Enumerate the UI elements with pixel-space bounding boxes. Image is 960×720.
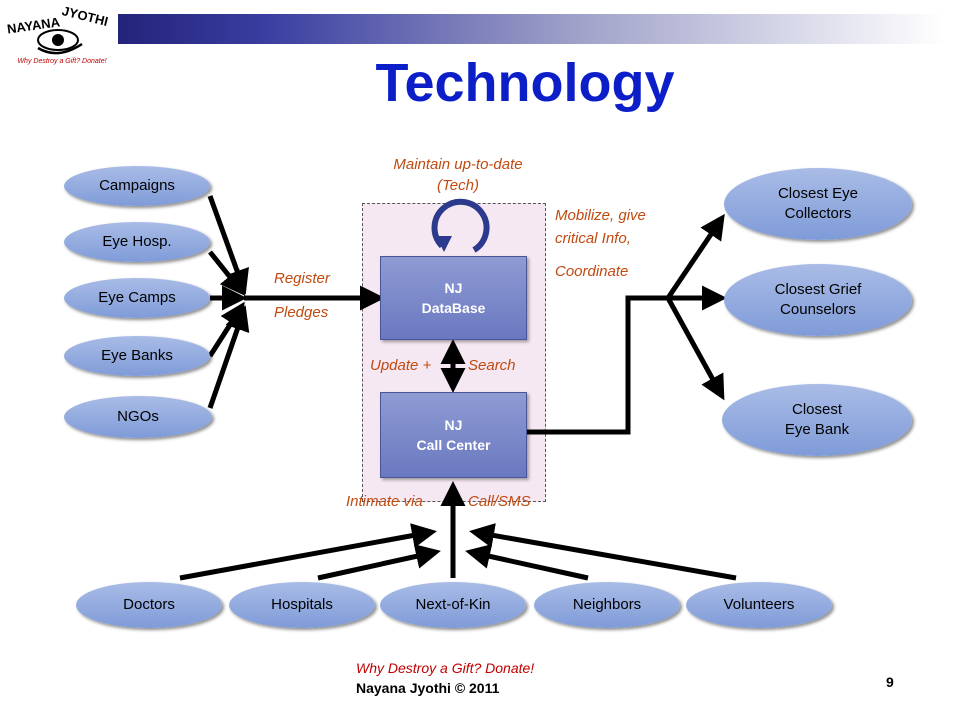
footer-tagline: Why Destroy a Gift? Donate! [356, 660, 535, 676]
update-label: Update + [370, 357, 432, 374]
source-ngos: NGOs [64, 396, 212, 438]
source-eye-camps: Eye Camps [64, 278, 210, 318]
header-gradient-bar [118, 14, 944, 44]
mobilize-label-3: Coordinate [555, 263, 629, 280]
maintain-cycle-arrow [431, 198, 490, 253]
callsms-label: Call/SMS [468, 493, 531, 510]
database-line1: NJ [444, 279, 463, 296]
target-eye-bank-line1: Closest [791, 400, 843, 418]
reporter-doctors: Doctors [76, 582, 222, 628]
intimate-label: Intimate via [346, 493, 423, 510]
doctors-arrow [179, 523, 437, 581]
eye-hosp-arrow [208, 250, 246, 296]
reporter-neighbors: Neighbors [534, 582, 680, 628]
source-eye-banks: Eye Banks [64, 336, 210, 376]
target-eye-collectors-line2: Collectors [784, 205, 852, 222]
database-line2: DataBase [421, 300, 486, 316]
call-center-line2: Call Center [416, 437, 491, 453]
hospitals-arrow [317, 544, 441, 581]
mobilize-label-1: Mobilize, give [555, 207, 646, 224]
target-grief-counselors-line1: Closest Grief [774, 280, 862, 298]
page-number: 9 [886, 674, 894, 690]
nj-database-box: NJ DataBase [380, 256, 527, 340]
page-title: Technology [375, 53, 675, 113]
target-eye-collectors-line1: Closest Eye [777, 184, 859, 202]
reporter-next-of-kin: Next-of-Kin [380, 582, 526, 628]
reporter-volunteers: Volunteers [686, 582, 832, 628]
to-eye-bank-arrow [665, 296, 725, 401]
nayana-jyothi-logo: NAYANA JYOTHI [2, 2, 118, 70]
pledges-label: Pledges [274, 304, 329, 321]
call-center-line1: NJ [444, 416, 463, 433]
nj-call-center-box: NJ Call Center [380, 392, 527, 478]
source-campaigns: Campaigns [64, 166, 210, 206]
footer-copyright: Nayana Jyothi © 2011 [356, 680, 500, 696]
logo-tagline: Why Destroy a Gift? Donate! [17, 58, 107, 65]
search-label: Search [468, 357, 516, 374]
ngos-arrow [207, 305, 250, 409]
mobilize-label-2: critical Info, [555, 230, 631, 247]
register-label: Register [274, 270, 330, 287]
volunteers-arrow [469, 523, 737, 581]
maintain-label: Maintain up-to-date (Tech) [393, 156, 523, 194]
target-eye-bank-line2: Eye Bank [784, 421, 850, 438]
to-eye-collectors-arrow [665, 213, 725, 300]
source-eye-hosp: Eye Hosp. [64, 222, 210, 262]
target-grief-counselors-line2: Counselors [780, 301, 856, 318]
neighbors-arrow [465, 544, 589, 581]
reporter-hospitals: Hospitals [229, 582, 375, 628]
dispatch-line [526, 295, 668, 435]
